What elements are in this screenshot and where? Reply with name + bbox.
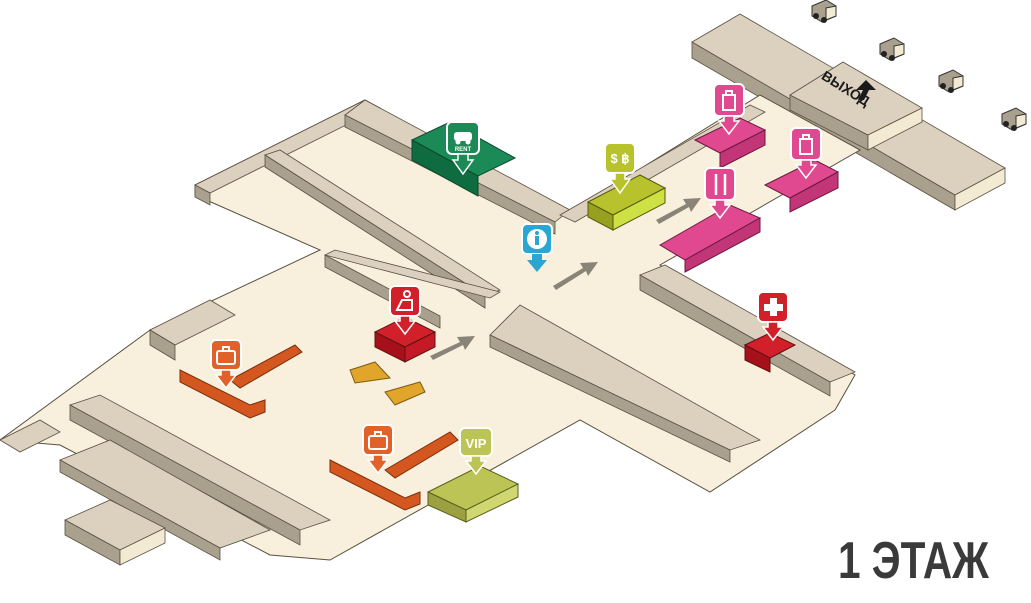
car-icon bbox=[454, 132, 472, 145]
direction-marker bbox=[349, 361, 392, 384]
currency-icon: $ ฿ bbox=[610, 151, 629, 166]
truck-icon bbox=[938, 69, 964, 93]
floor-title: 1 ЭТАЖ bbox=[838, 531, 990, 589]
truck-icon bbox=[811, 0, 837, 23]
path-arrows bbox=[430, 198, 701, 360]
baggage-icon bbox=[368, 431, 388, 450]
poi-shop[interactable] bbox=[790, 127, 822, 180]
poi-medical[interactable] bbox=[757, 291, 789, 342]
poi-shop[interactable] bbox=[713, 83, 745, 136]
exit-arrow-icon bbox=[856, 80, 876, 100]
vip-icon: VIP bbox=[466, 436, 487, 451]
poi-security-check[interactable] bbox=[389, 285, 421, 336]
vehicles bbox=[811, 0, 1027, 131]
baggage-icon bbox=[216, 346, 236, 365]
exit-area: ВЫХОД bbox=[691, 13, 1006, 211]
info-icon bbox=[527, 229, 547, 249]
truck-icon bbox=[1001, 107, 1027, 131]
poi-currency-exchange[interactable]: $ ฿ bbox=[604, 142, 636, 195]
rent-label: RENT bbox=[455, 147, 472, 153]
shopping-bag-icon bbox=[799, 134, 813, 155]
poi-vip-lounge[interactable]: VIP bbox=[459, 427, 493, 476]
direction-marker bbox=[384, 381, 426, 406]
security-icon bbox=[395, 290, 413, 311]
truck-icon bbox=[879, 37, 905, 61]
medical-cross-icon bbox=[764, 298, 783, 316]
baggage-carousels bbox=[179, 344, 459, 511]
poi-information[interactable] bbox=[521, 223, 553, 272]
poi-baggage-claim[interactable] bbox=[210, 339, 242, 390]
poi-restaurant[interactable] bbox=[704, 167, 736, 220]
fork-knife-icon bbox=[714, 174, 727, 195]
shopping-bag-icon bbox=[722, 90, 736, 111]
poi-baggage-claim[interactable] bbox=[362, 424, 394, 475]
poi-car-rental[interactable]: RENT bbox=[446, 121, 480, 176]
